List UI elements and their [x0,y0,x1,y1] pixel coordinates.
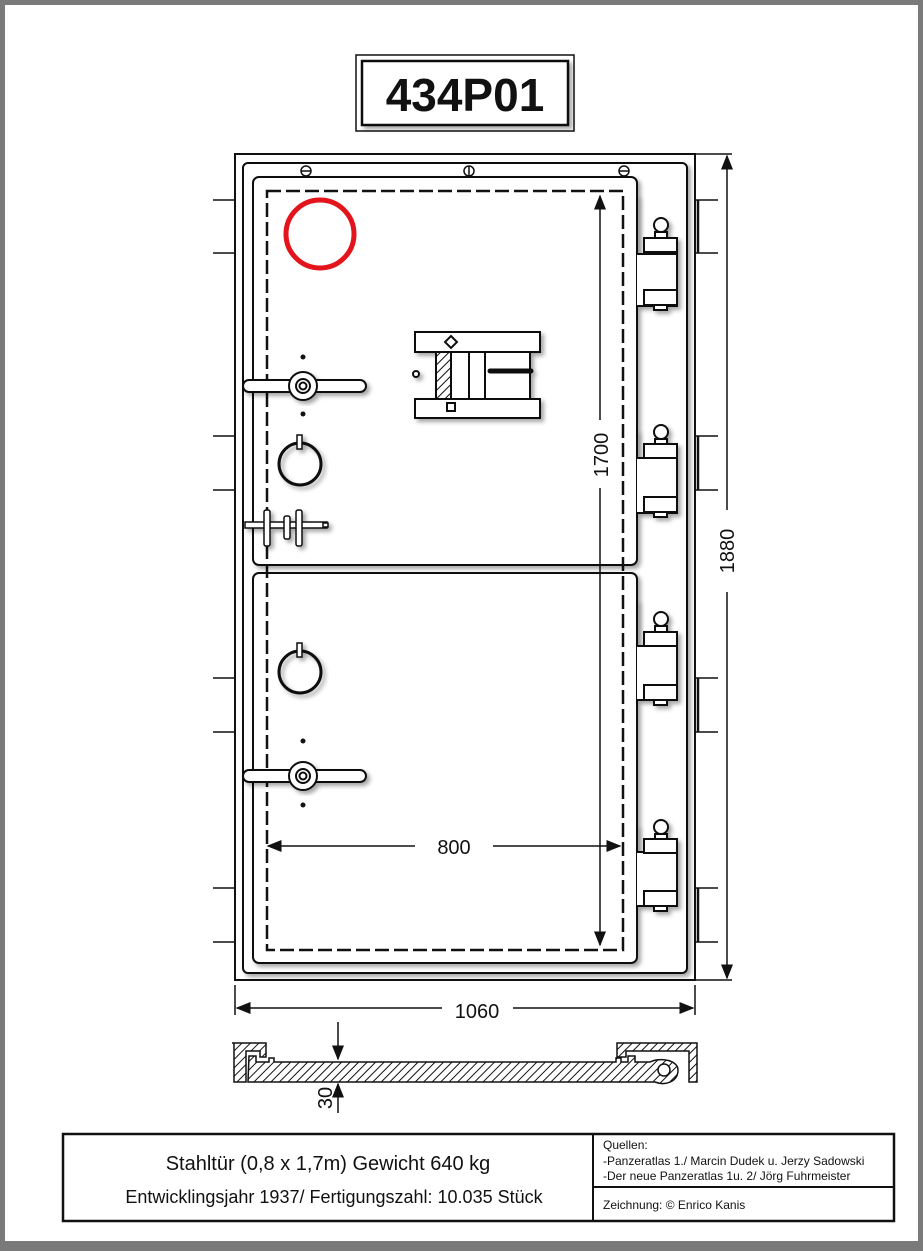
title-text: 434P01 [386,69,545,121]
frame-anchors [213,199,718,943]
red-marker-circle [283,197,357,271]
lower-handle[interactable] [242,761,367,791]
door-cross-section [232,1042,698,1085]
upper-handle[interactable] [242,371,367,401]
dim-label-800: 800 [437,837,470,859]
dim-label-30: 30 [315,1087,337,1109]
indicator-dot [300,354,306,360]
dashed-inner-outline [265,189,625,952]
lock-mechanism [412,331,541,419]
drawing-sheet: 434P01 [5,5,918,1241]
indicator-dot [300,802,306,808]
lower-leaf [252,572,638,964]
hinges [636,195,678,912]
bolt-assembly [244,509,329,547]
title-box: 434P01 [355,54,575,132]
lower-pull-ring[interactable] [277,642,323,695]
dimension-1060 [234,985,696,1015]
upper-pull-ring[interactable] [277,434,323,487]
dim-label-1880: 1880 [717,529,739,574]
info-table [61,1132,896,1223]
dim-label-1060: 1060 [455,1001,500,1023]
source-item: -Panzeratlas 1./ Marcin Dudek u. Jerzy S… [603,1154,864,1168]
dim-label-1700: 1700 [591,433,613,478]
source-item: -Der neue Panzeratlas 1u. 2/ Jörg Fuhrme… [603,1169,850,1183]
drawing-credit: Zeichnung: © Enrico Kanis [603,1198,745,1212]
production-text: Entwicklingsjahr 1937/ Fertigungszahl: 1… [125,1187,543,1207]
dimension-1880 [695,153,733,981]
door-spec-text: Stahltür (0,8 x 1,7m) Gewicht 640 kg [166,1153,491,1175]
door-drawing: 434P01 [61,54,896,1223]
sources-heading: Quellen: [603,1138,648,1152]
indicator-dot [300,411,306,417]
indicator-dot [300,738,306,744]
